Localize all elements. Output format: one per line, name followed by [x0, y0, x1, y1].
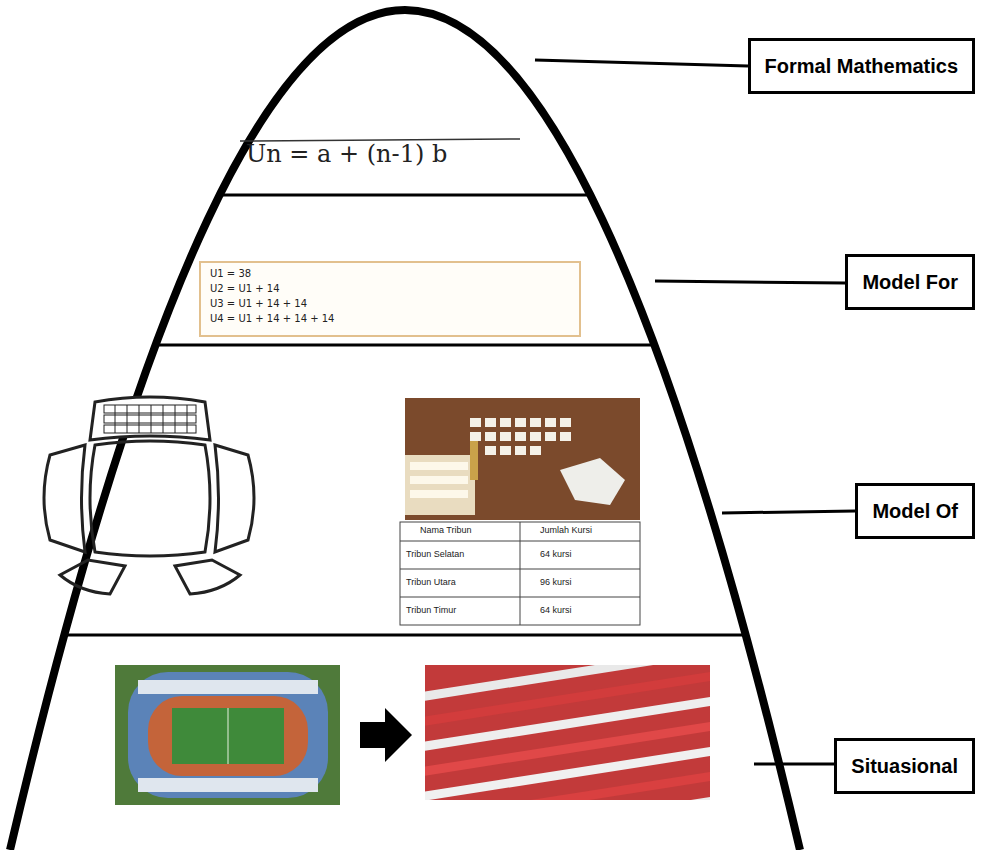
stage-label: Model Of — [872, 500, 958, 523]
label-box: Situasional — [834, 738, 975, 794]
table-cell: 64 kursi — [540, 549, 572, 559]
table-cell: Tribun Utara — [406, 577, 456, 587]
cards-photo — [405, 398, 640, 520]
paper-sheet — [200, 262, 580, 336]
seats-photo — [400, 650, 720, 850]
label-box: Formal Mathematics — [748, 38, 975, 94]
aerial-stadium-photo — [115, 665, 340, 805]
leader-line — [535, 60, 748, 66]
stage-label: Model For — [862, 271, 958, 294]
table-cell: 96 kursi — [540, 577, 572, 587]
table-cell: Jumlah Kursi — [540, 525, 592, 535]
band-dividers — [0, 195, 982, 635]
stadium-sketch — [44, 397, 254, 594]
formula-text: Un = a + (n-1) b — [246, 140, 447, 168]
stage-label: Situasional — [851, 755, 958, 778]
seat-grid — [104, 405, 196, 433]
table-grid — [400, 522, 640, 625]
stage-label: Formal Mathematics — [765, 55, 958, 78]
leader-line — [754, 763, 834, 766]
leader-line — [655, 281, 845, 283]
leader-line — [722, 511, 855, 513]
table-cell: Tribun Selatan — [406, 549, 464, 559]
equation-line: U2 = U1 + 14 — [210, 283, 280, 294]
parabola-outline — [10, 10, 800, 850]
equation-line: U3 = U1 + 14 + 14 — [210, 298, 307, 309]
equation-line: U4 = U1 + 14 + 14 + 14 — [210, 313, 334, 324]
label-box: Model Of — [855, 483, 975, 539]
transition-arrow — [360, 708, 412, 762]
table-cell: Tribun Timur — [406, 605, 456, 615]
label-box: Model For — [845, 254, 975, 310]
table-cell: Nama Tribun — [420, 525, 472, 535]
equation-line: U1 = 38 — [210, 268, 251, 279]
table-cell: 64 kursi — [540, 605, 572, 615]
